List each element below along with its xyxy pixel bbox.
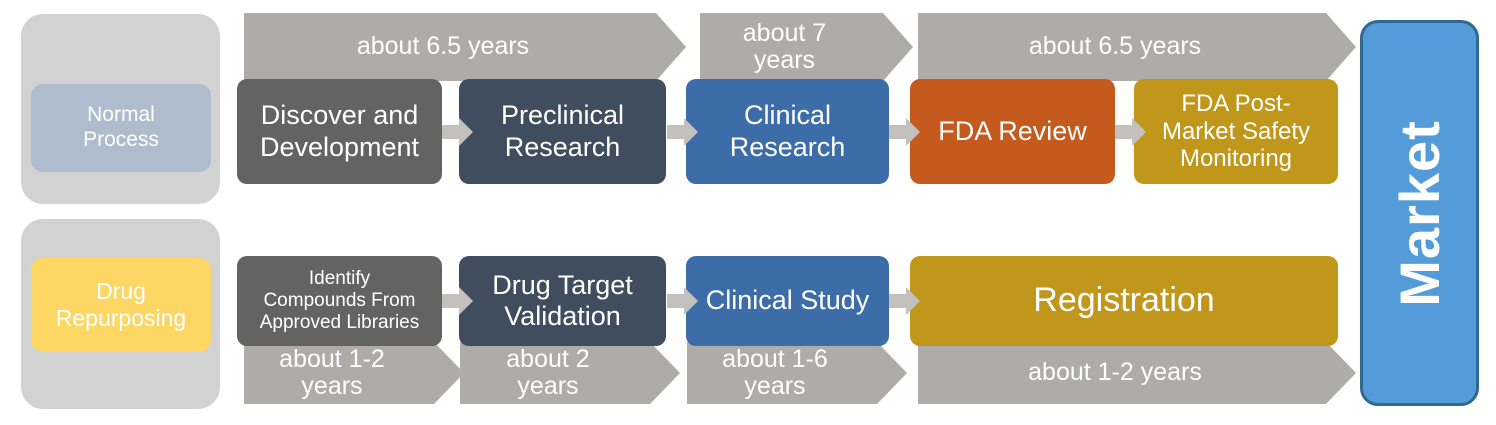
band-repurposing-validation-duration: about 2 years <box>460 342 650 404</box>
stage-label: Identify Compounds From Approved Librari… <box>259 267 420 334</box>
band-normal-discovery-duration: about 6.5 years <box>244 13 656 81</box>
stage-label: Discover and Development <box>259 100 420 162</box>
stage-clinical-study[interactable]: Clinical Study <box>686 256 889 346</box>
stage-label: FDA Review <box>938 115 1087 146</box>
connector-arrow-icon <box>667 286 698 316</box>
stage-label: Clinical Research <box>729 100 846 162</box>
stage-label: Clinical Study <box>705 285 870 316</box>
band-repurposing-identify-duration: about 1-2 years <box>244 342 434 404</box>
legend-pill-drug-repurposing: Drug Repurposing <box>31 258 211 352</box>
band-label: about 7 years <box>742 18 827 74</box>
band-repurposing-registration-duration: about 1-2 years <box>918 342 1326 404</box>
legend-repurposing-text: Drug Repurposing <box>55 277 187 331</box>
stage-registration[interactable]: Registration <box>910 256 1338 346</box>
stage-label: Drug Target Validation <box>492 269 633 331</box>
connector-arrow-icon <box>889 286 920 316</box>
market-label: Market <box>1388 119 1451 307</box>
band-repurposing-clinical-study-duration: about 1-6 years <box>687 342 877 404</box>
stage-label: FDA Post- Market Safety Monitoring <box>1161 89 1311 173</box>
band-label: about 6.5 years <box>356 32 530 61</box>
stage-discover-and-development[interactable]: Discover and Development <box>237 79 442 184</box>
legend-pill-normal-process: Normal Process <box>31 84 211 172</box>
connector-arrow-icon <box>1115 117 1146 147</box>
band-label: about 6.5 years <box>1028 32 1202 61</box>
band-label: about 1-2 years <box>1028 358 1202 387</box>
band-normal-review-duration: about 6.5 years <box>918 13 1326 81</box>
stage-preclinical-research[interactable]: Preclinical Research <box>459 79 666 184</box>
stage-drug-target-validation[interactable]: Drug Target Validation <box>459 256 666 346</box>
stage-clinical-research[interactable]: Clinical Research <box>686 79 889 184</box>
band-label: about 2 years <box>506 344 590 400</box>
band-normal-clinical-duration: about 7 years <box>700 13 883 81</box>
legend-normal-text: Normal Process <box>83 103 159 151</box>
band-label: about 1-6 years <box>722 344 828 400</box>
stage-fda-post-market-safety-monitoring[interactable]: FDA Post- Market Safety Monitoring <box>1134 79 1338 184</box>
market-box[interactable]: Market <box>1360 20 1479 406</box>
band-label: about 1-2 years <box>279 344 385 400</box>
connector-arrow-icon <box>442 286 473 316</box>
connector-arrow-icon <box>667 117 698 147</box>
stage-label: Preclinical Research <box>500 100 625 162</box>
connector-arrow-icon <box>442 117 473 147</box>
stage-fda-review[interactable]: FDA Review <box>910 79 1115 184</box>
stage-label: Registration <box>1033 281 1215 320</box>
connector-arrow-icon <box>889 117 920 147</box>
stage-identify-compounds-from-approved-libraries[interactable]: Identify Compounds From Approved Librari… <box>237 256 442 346</box>
